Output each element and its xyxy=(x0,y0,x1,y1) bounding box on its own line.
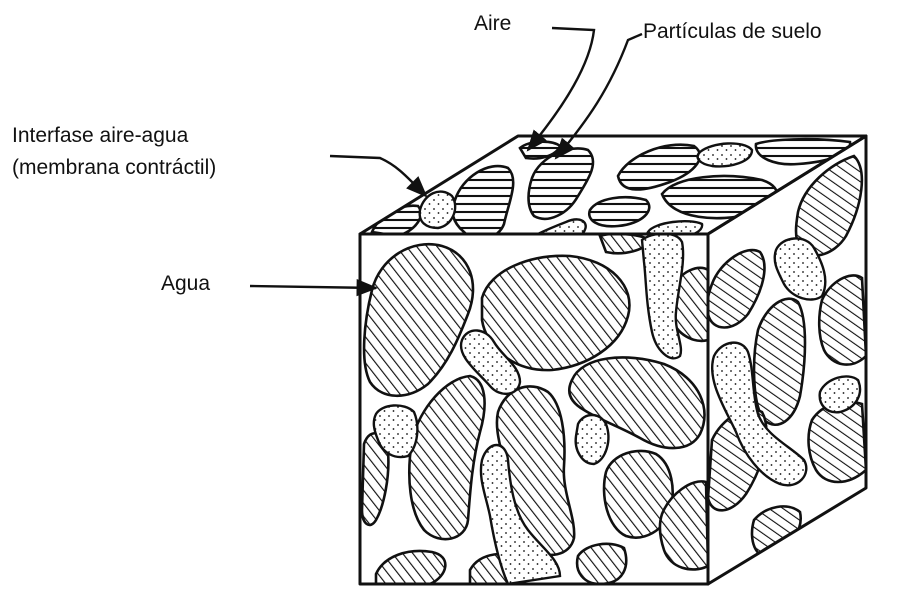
label-aire: Aire xyxy=(474,12,511,35)
interfase-leader-arrow xyxy=(330,156,426,196)
aire-leader-arrow xyxy=(528,28,594,150)
label-agua: Agua xyxy=(161,272,210,295)
label-interfase-line2: (membrana contráctil) xyxy=(12,156,216,179)
agua-leader-arrow xyxy=(250,286,376,288)
cube-front-face xyxy=(360,234,708,585)
label-particulas-de-suelo: Partículas de suelo xyxy=(643,20,822,43)
label-interfase-line1: Interfase aire-agua xyxy=(12,124,189,147)
